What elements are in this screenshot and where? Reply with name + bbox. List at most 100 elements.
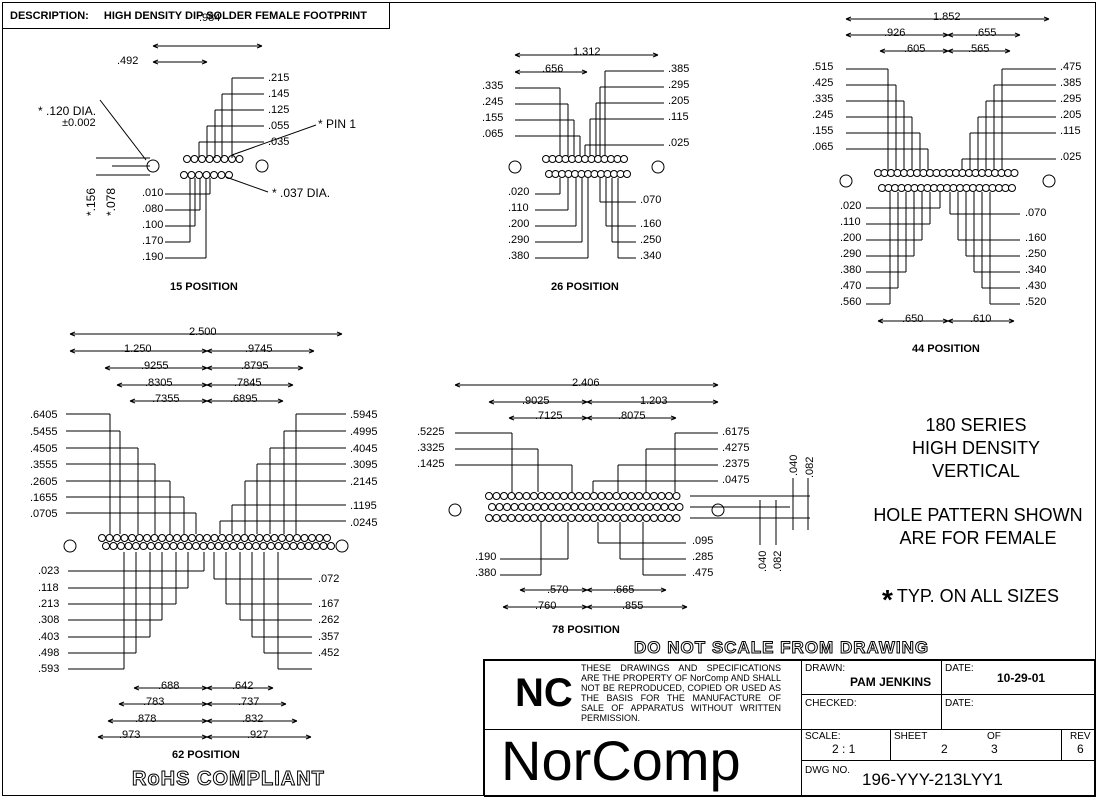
- dim44-right-0: .475: [1060, 61, 1082, 73]
- pin-hole: [485, 514, 493, 522]
- pin-hole: [180, 171, 188, 179]
- pin-hole: [259, 542, 268, 550]
- pin-hole: [218, 534, 226, 542]
- dim-line-ah3: [267, 685, 274, 689]
- dim-line-ah: [845, 16, 852, 20]
- dim-line-ah: [845, 32, 852, 36]
- pin-hole: [139, 542, 148, 550]
- pin-hole: [558, 170, 566, 178]
- dim-line-ah3: [942, 32, 949, 36]
- caption-15: 15 POSITION: [170, 281, 238, 293]
- checked-cell: CHECKED:: [801, 694, 942, 730]
- date2-cell: DATE:: [941, 694, 1096, 730]
- mount-hole: [1042, 174, 1056, 188]
- rev-label: REV: [1070, 731, 1091, 742]
- pin-hole: [135, 534, 144, 542]
- dim-line-ah2: [502, 606, 509, 610]
- pin-hole: [949, 184, 958, 192]
- dim-line-ah: [107, 718, 114, 722]
- pin-hole: [897, 184, 906, 192]
- tolerance-callout: ±0.002: [62, 117, 96, 129]
- pin-hole: [177, 542, 185, 550]
- pin-hole: [105, 534, 114, 542]
- dim78-br-0: .095: [692, 535, 714, 547]
- pin-hole: [540, 503, 549, 511]
- dim-line-ah: [206, 365, 213, 369]
- pin-hole: [910, 184, 919, 192]
- dim-line-ah3: [305, 734, 312, 738]
- dim-line-ah4: [287, 384, 294, 388]
- pin-hole: [597, 170, 605, 178]
- pin-hole: [603, 170, 612, 178]
- dim-line-ah2: [129, 400, 136, 404]
- dim-line-ah2: [206, 687, 213, 691]
- pin-hole: [567, 514, 576, 522]
- pin-hole: [600, 503, 609, 511]
- dim15-bottom-4: .190: [142, 251, 164, 263]
- dim-line-ah: [206, 718, 213, 722]
- dim-line-ah2: [107, 720, 114, 724]
- pin-hole: [278, 534, 286, 542]
- pin-hole: [665, 492, 673, 500]
- dim62-right-6: .0245: [350, 517, 378, 529]
- pin1-callout: * PIN 1: [318, 117, 357, 131]
- dim15-right-1: .145: [268, 88, 290, 100]
- dim-line-ah2: [586, 401, 593, 405]
- rev-value: 6: [1077, 742, 1084, 756]
- dim62-left-0: .6405: [30, 409, 58, 421]
- dim-line-ah: [206, 398, 213, 402]
- pin-hole: [642, 514, 651, 522]
- dim44-br-5: .520: [1025, 296, 1047, 308]
- rohs-note: RoHS COMPLIANT: [132, 768, 325, 791]
- dim44-top-3: .605: [904, 43, 926, 55]
- dim44-br-1: .160: [1025, 232, 1047, 244]
- dim-line-ah: [206, 348, 213, 352]
- pin-hole: [874, 169, 882, 177]
- dim-line-ah2: [508, 417, 515, 421]
- dim62-right-4: .2145: [350, 476, 378, 488]
- pin-hole: [605, 514, 613, 522]
- dim-line-ah: [586, 399, 593, 403]
- dim-line-ah2: [116, 384, 123, 388]
- dim-line-ah: [152, 59, 159, 63]
- dim-line-ah3: [308, 348, 315, 352]
- hole-pattern-note: HOLE PATTERN SHOWN ARE FOR FEMALE: [858, 504, 1098, 550]
- dim-line-ah: [104, 365, 111, 369]
- pin-hole: [577, 170, 586, 178]
- pin-hole: [587, 155, 596, 163]
- dim26-bl-3: .290: [508, 234, 530, 246]
- pin-hole: [240, 534, 249, 542]
- dim26-top-1: .656: [542, 63, 564, 75]
- dim62-top-7: .7355: [152, 393, 180, 405]
- pin-hole: [616, 170, 625, 178]
- pin-hole: [943, 184, 951, 192]
- pin-hole: [615, 503, 624, 511]
- dim62-bottom-3: .737: [238, 696, 260, 708]
- pin-hole: [199, 542, 208, 550]
- pin-hole: [530, 514, 538, 522]
- pin-hole: [124, 542, 133, 550]
- dim62-bottom-4: .878: [135, 713, 157, 725]
- dim-line-ah3: [201, 382, 208, 386]
- pin-hole: [270, 534, 279, 542]
- pin-hole: [210, 171, 218, 179]
- typ-star: *: [882, 584, 893, 615]
- dim62-right-1: .4995: [350, 426, 378, 438]
- dim62-left-6: .0705: [30, 508, 58, 520]
- dim-line-ah4: [581, 71, 588, 75]
- pin-hole: [638, 503, 646, 511]
- pin-hole: [533, 503, 541, 511]
- dim-line-ah2: [488, 401, 495, 405]
- dim26-right-3: .115: [668, 111, 689, 123]
- pin-hole: [627, 514, 636, 522]
- dim62-left-4: .2605: [30, 476, 58, 488]
- pin-hole: [304, 542, 313, 550]
- logo-cell: NC THESE DRAWINGS AND SPECIFICATIONS ARE…: [484, 660, 802, 730]
- dim44-left-5: .065: [812, 141, 834, 153]
- pin-hole: [880, 169, 889, 177]
- dim62-bl-0: .023: [38, 565, 60, 577]
- dim78-right-3: .0475: [722, 474, 750, 486]
- pin-hole: [485, 492, 493, 500]
- dim-line-ah3: [201, 734, 208, 738]
- dim78-right-2: .2375: [722, 458, 750, 470]
